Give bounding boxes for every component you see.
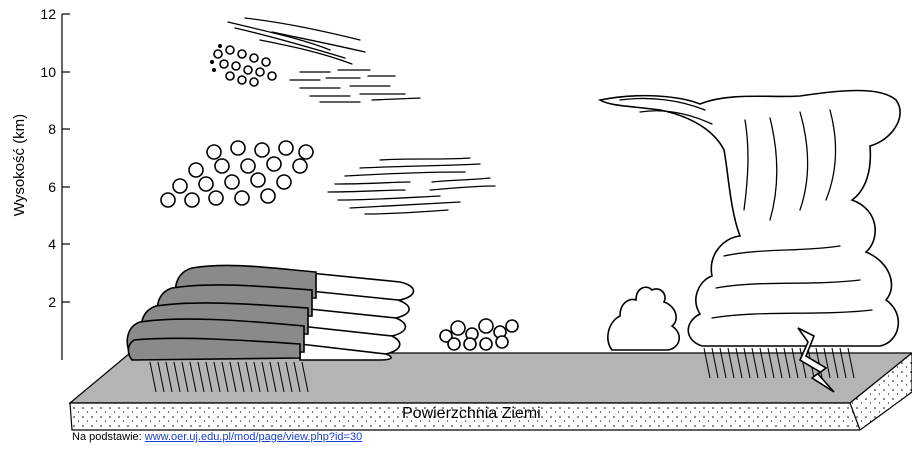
tick-label-12: 12 xyxy=(40,6,56,22)
source-link[interactable]: www.oer.uj.edu.pl/mod/page/view.php?id=3… xyxy=(145,431,362,443)
height-axis: 12 10 8 6 4 2 Wysokość (km) xyxy=(11,6,70,360)
tick-label-10: 10 xyxy=(40,64,56,80)
altostratus-cloud xyxy=(328,158,495,214)
source-credit: Na podstawie: www.oer.uj.edu.pl/mod/page… xyxy=(72,431,362,443)
tick-label-6: 6 xyxy=(48,179,56,195)
tick-label-8: 8 xyxy=(48,121,56,137)
tick-label-2: 2 xyxy=(48,294,56,310)
source-prefix: Na podstawie: xyxy=(72,431,142,443)
axis-title: Wysokość (km) xyxy=(11,114,28,216)
altocumulus-cloud xyxy=(161,141,313,207)
towering-cumulus xyxy=(608,287,679,350)
tick-label-4: 4 xyxy=(48,236,56,252)
ground-label: Powierzchnia Ziemi xyxy=(402,405,541,422)
cumulus-cluster xyxy=(440,319,518,350)
nimbostratus-cloud xyxy=(127,265,413,360)
cirrocumulus-cloud xyxy=(210,44,276,86)
